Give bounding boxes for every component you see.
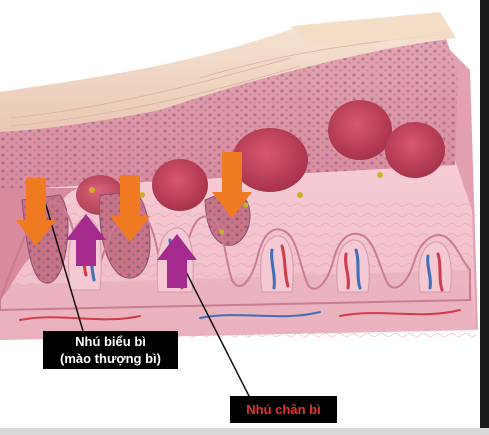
- epidermal-ridge-label-line2: (mào thượng bì): [60, 351, 161, 366]
- down-arrow-2: [110, 175, 150, 242]
- up-arrow-1: [66, 214, 106, 266]
- dermal-papilla-label: Nhú chân bì: [230, 396, 337, 423]
- epidermal-ridge-label-line1: Nhú biểu bì: [75, 334, 146, 349]
- epidermal-ridge-label: Nhú biểu bì (mào thượng bì): [43, 331, 178, 369]
- melanocytes: [89, 172, 383, 235]
- frame-edge-right: [480, 0, 489, 435]
- up-arrow-2: [157, 234, 197, 288]
- pointer-line-dermal: [179, 259, 251, 399]
- down-arrow-3: [212, 152, 252, 218]
- down-arrow-1: [16, 178, 56, 246]
- down-arrows: [16, 152, 252, 246]
- up-arrows: [66, 214, 197, 288]
- dermal-papillae-top: [76, 100, 445, 215]
- frame-edge-bottom: [0, 428, 489, 435]
